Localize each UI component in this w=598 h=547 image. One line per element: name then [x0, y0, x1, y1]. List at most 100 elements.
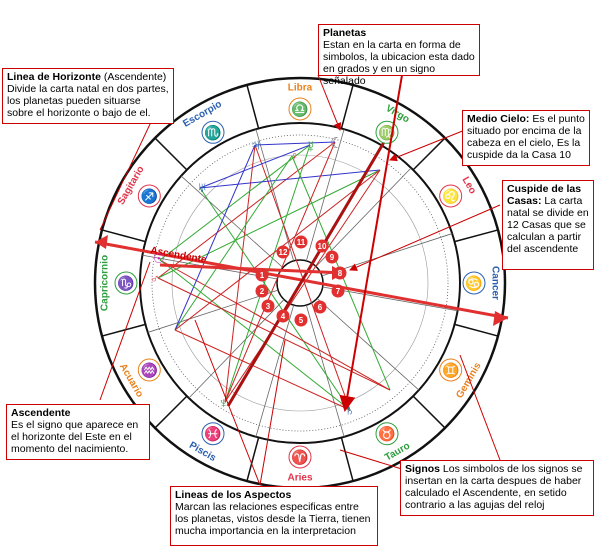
sign-badge [439, 358, 463, 382]
callout-ascendente-title: Ascendente [11, 407, 71, 419]
callout-ascendente-text: Es el signo que aparece en el horizonte … [11, 419, 139, 455]
callout-ascendente: Ascendente Es el signo que aparece en el… [6, 404, 150, 460]
aspect-line [159, 259, 351, 411]
aspect-line [254, 141, 336, 146]
callout-cuspide-title: Cuspide de las Casas: [507, 183, 582, 207]
callout-medio-cielo-text: Es el punto situado por encima de la cab… [467, 113, 585, 161]
aspect-line [157, 141, 336, 279]
sign-divider [154, 137, 188, 171]
house-number: 11 [297, 238, 306, 247]
callout-aspectos-title: Lineas de los Aspectos [175, 489, 292, 501]
callout-horizonte-text: Divide la carta natal en dos partes, los… [7, 83, 169, 119]
house-badge [255, 268, 269, 282]
jupiter-icon: ♃ [250, 137, 261, 154]
house-badge [276, 309, 290, 323]
sun-icon: ☉ [153, 251, 165, 266]
sign-glyph-icon: ♊ [442, 362, 459, 379]
callout-aspectos: Lineas de los Aspectos Marcan las relaci… [170, 486, 378, 546]
sign-label-aries: Aries [287, 473, 312, 484]
house-badge [325, 250, 339, 264]
aspect-line [159, 144, 311, 261]
descendant-arrowhead [493, 311, 508, 326]
mars-icon: ♂ [150, 271, 160, 286]
sign-divider [101, 229, 146, 243]
house-number: 3 [266, 302, 271, 311]
house-number: 12 [279, 248, 288, 257]
callout-cuspide: Cuspide de las Casas: La carta natal se … [502, 180, 594, 270]
house-number: 7 [336, 287, 341, 296]
callout-horizonte-title-suffix: (Ascendente) [100, 71, 167, 83]
sign-glyph-icon: ♑ [117, 275, 134, 292]
sign-badge [375, 422, 399, 446]
house-cusp [147, 289, 279, 333]
sign-label-capricornio: Capricornio [100, 255, 111, 311]
house-number: 9 [330, 253, 335, 262]
sign-glyph-icon: ♌ [442, 188, 459, 205]
sign-glyph-icon: ♈ [291, 449, 308, 466]
house-badge [333, 266, 347, 280]
callout-leaders [99, 39, 501, 486]
callout-signos-text: Los simbolos de los signos se insertan e… [405, 463, 583, 511]
house-cusp [255, 304, 295, 437]
degree-ring [151, 134, 449, 432]
sign-badge [137, 184, 161, 208]
callout-signos-title: Signos [405, 463, 441, 475]
sign-glyph-icon: ♉ [378, 426, 395, 443]
sign-badge [462, 271, 486, 295]
midheaven-axis [226, 131, 392, 407]
uranus-icon: ♅ [197, 179, 208, 195]
callout-planetas-text: Estan en la carta en forma de simbolos, … [323, 39, 475, 87]
sign-badge [288, 445, 312, 469]
house-badge [331, 284, 345, 298]
aspect-line [174, 329, 351, 411]
callout-planetas: Planetas Estan en la carta en forma de s… [318, 24, 480, 87]
house-badge [255, 284, 269, 298]
callout-cuspide-text: La carta natal se divide en 12 Casas que… [507, 195, 589, 255]
sign-glyph-icon: ♋ [465, 275, 482, 292]
sign-divider [246, 84, 260, 129]
sign-divider [454, 323, 499, 337]
moon-icon: ☾ [330, 135, 343, 152]
sign-badge [137, 358, 161, 382]
house-badge [294, 235, 308, 249]
aspect-line [174, 155, 293, 331]
aspect-line [224, 169, 381, 403]
sign-glyph-icon: ♐ [141, 188, 158, 205]
ascendant-arrowhead [95, 235, 108, 249]
aspect-line [174, 144, 256, 331]
callout-planetas-title: Planetas [323, 27, 367, 39]
house-cusp [180, 175, 284, 268]
callout-medio-cielo: Medio Cielo: Es el punto situado por enc… [462, 110, 590, 166]
sign-divider [101, 323, 146, 337]
mercury-icon: ☿ [305, 139, 317, 156]
house-number: 5 [299, 316, 304, 325]
cusp-arrow-line [159, 263, 346, 275]
sign-glyph-icon: ♒ [141, 362, 158, 379]
sign-badge [288, 97, 312, 121]
venus-icon: ♀ [290, 149, 299, 163]
house-badge [276, 245, 290, 259]
sign-glyph-icon: ♎ [291, 101, 308, 118]
sign-label-libra: Libra [288, 83, 313, 94]
sign-divider [340, 84, 354, 129]
house-number: 8 [338, 269, 343, 278]
callout-aspectos-text: Marcan las relaciones especificas entre … [175, 501, 371, 537]
aspect-line [199, 187, 351, 411]
house-cusp [305, 129, 345, 262]
sign-divider [340, 437, 354, 482]
house-number: 1 [260, 271, 265, 280]
aspect-line [199, 144, 311, 189]
house-number: 4 [281, 312, 286, 321]
house-badge [313, 300, 327, 314]
house-badge [261, 299, 275, 313]
neptune-icon: ♆ [218, 395, 229, 412]
sign-glyph-icon: ♏ [204, 124, 221, 141]
house-badge [294, 313, 308, 327]
callout-medio-cielo-title: Medio Cielo: [467, 113, 530, 125]
house-badge [315, 239, 329, 253]
house-cusp [322, 286, 458, 312]
house-cusp [316, 298, 420, 391]
sign-glyph-icon: ♓ [204, 426, 221, 443]
